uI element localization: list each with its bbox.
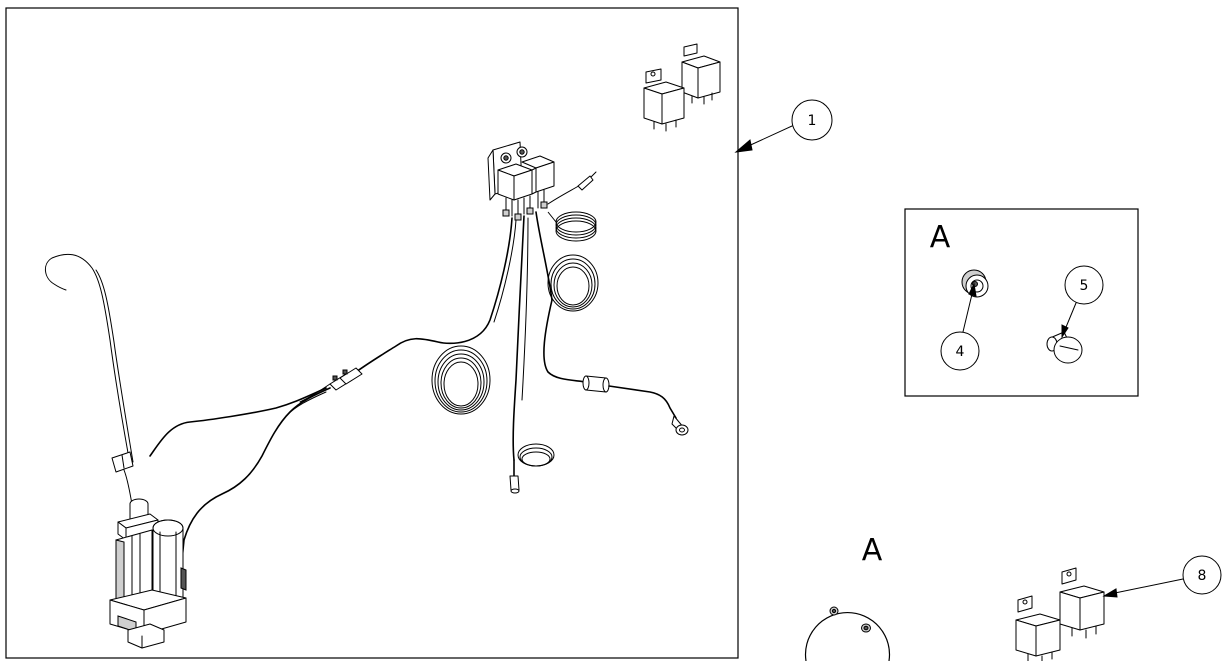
callout-8: 8 (1102, 555, 1222, 598)
callout-1-label: 1 (808, 113, 817, 129)
small-wire-coil-icon (547, 211, 597, 242)
callout-4-label: 4 (956, 344, 965, 360)
detail-a-frame (904, 208, 1139, 397)
main-assembly-frame (5, 7, 739, 659)
callout-5-label: 5 (1080, 278, 1089, 294)
main-harness (355, 217, 513, 373)
ring-terminal-icon (671, 415, 689, 436)
middle-wire-coil-icon (431, 345, 491, 415)
detail-a-label-upper: A (930, 220, 951, 255)
callout-1: 1 (734, 99, 833, 153)
lower-wire-coil-icon (517, 443, 555, 467)
pin-terminal-icon (509, 475, 520, 494)
relay-pair-icon (1015, 567, 1105, 662)
loose-relays-icon (643, 43, 721, 132)
callout-5: 5 (1061, 265, 1104, 339)
inline-fuse-icon (582, 375, 610, 393)
sensor-wire (149, 387, 327, 457)
callout-4: 4 (940, 282, 980, 371)
fuse-lead (543, 299, 587, 383)
detail-a-label-lower: A (862, 533, 883, 568)
sensor-lead-icon (547, 171, 597, 205)
plug-icon (1046, 331, 1083, 364)
large-wire-coil-icon (547, 254, 599, 312)
relay-block-icon (487, 141, 555, 221)
linear-actuator-icon (109, 498, 187, 649)
wire-clip-icon (111, 451, 134, 473)
callout-8-label: 8 (1198, 568, 1207, 584)
panel-cutout-icon (804, 606, 891, 662)
inline-connector-icon (329, 367, 363, 391)
